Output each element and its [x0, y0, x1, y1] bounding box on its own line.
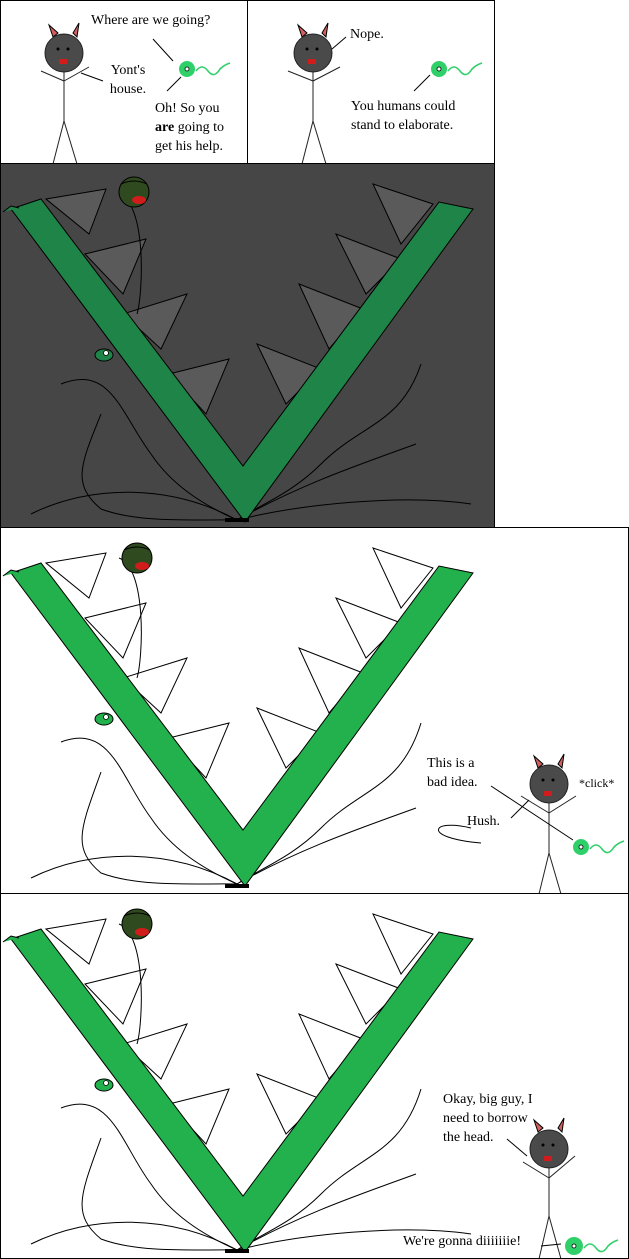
panel-2-art	[287, 22, 483, 163]
small-head-icon	[94, 1078, 114, 1092]
panel-4: This is a bad idea. Hush. *click*	[0, 527, 629, 894]
speech-line: Okay, big guy, I	[443, 1092, 533, 1107]
cat-creature-icon	[520, 753, 577, 893]
green-orb-icon	[431, 61, 483, 77]
v-plant-icon	[2, 176, 474, 523]
cat-creature-icon	[522, 1117, 576, 1258]
speech-line: Yont's	[110, 63, 146, 78]
speech-nope: Nope.	[350, 27, 384, 42]
speech-line: the head.	[443, 1130, 494, 1145]
speech-line: need to borrow	[443, 1111, 528, 1126]
panel-2: Nope. You humans could stand to elaborat…	[247, 0, 495, 164]
zombie-head-icon	[118, 542, 153, 679]
cat-creature-icon	[40, 22, 90, 163]
panel-1-art	[40, 22, 231, 163]
sfx-click: *click*	[579, 776, 615, 790]
speech-line: You humans could	[351, 99, 456, 114]
bold-word: are	[155, 120, 175, 135]
zombie-head-icon	[118, 176, 150, 315]
speech-line: bad idea.	[427, 775, 478, 790]
green-orb-icon	[179, 61, 231, 77]
speech-line: This is a	[427, 756, 475, 771]
panel-4-art	[2, 542, 625, 893]
speech-hush: Hush.	[467, 814, 501, 829]
green-orb-icon	[573, 839, 625, 855]
small-head-icon	[94, 712, 114, 726]
panel-5: Okay, big guy, I need to borrow the head…	[0, 893, 629, 1259]
small-head-icon	[94, 348, 114, 362]
speech-yonts-house: Yont's house.	[105, 61, 151, 99]
speech-line: house.	[109, 82, 147, 97]
speech-gonna-die: We're gonna diiiiiiie!	[403, 1234, 522, 1249]
speech-line: get his help.	[155, 139, 224, 154]
panel-1: Where are we going? Yont's house. Oh! So…	[0, 0, 248, 164]
speech-line: Oh! So you	[155, 101, 220, 116]
speech-where-going: Where are we going?	[91, 13, 211, 28]
speech-borrow-head: Okay, big guy, I need to borrow the head…	[443, 1090, 533, 1147]
speech-line: are going to	[155, 118, 224, 137]
speech-oh-so: Oh! So you are going to get his help.	[155, 99, 224, 156]
green-orb-icon	[565, 1237, 619, 1255]
speech-fragment: going to	[174, 120, 224, 135]
speech-bad-idea: This is a bad idea.	[427, 754, 478, 792]
speech-line: stand to elaborate.	[351, 118, 454, 133]
panel-3-art	[2, 176, 474, 523]
panel-5-art	[2, 908, 619, 1258]
zombie-head-icon	[118, 908, 153, 1045]
v-plant-icon	[2, 542, 482, 888]
panel-3	[0, 163, 495, 528]
cat-creature-icon	[287, 22, 341, 163]
speech-elaborate: You humans could stand to elaborate.	[351, 97, 455, 135]
v-plant-icon	[2, 908, 474, 1253]
